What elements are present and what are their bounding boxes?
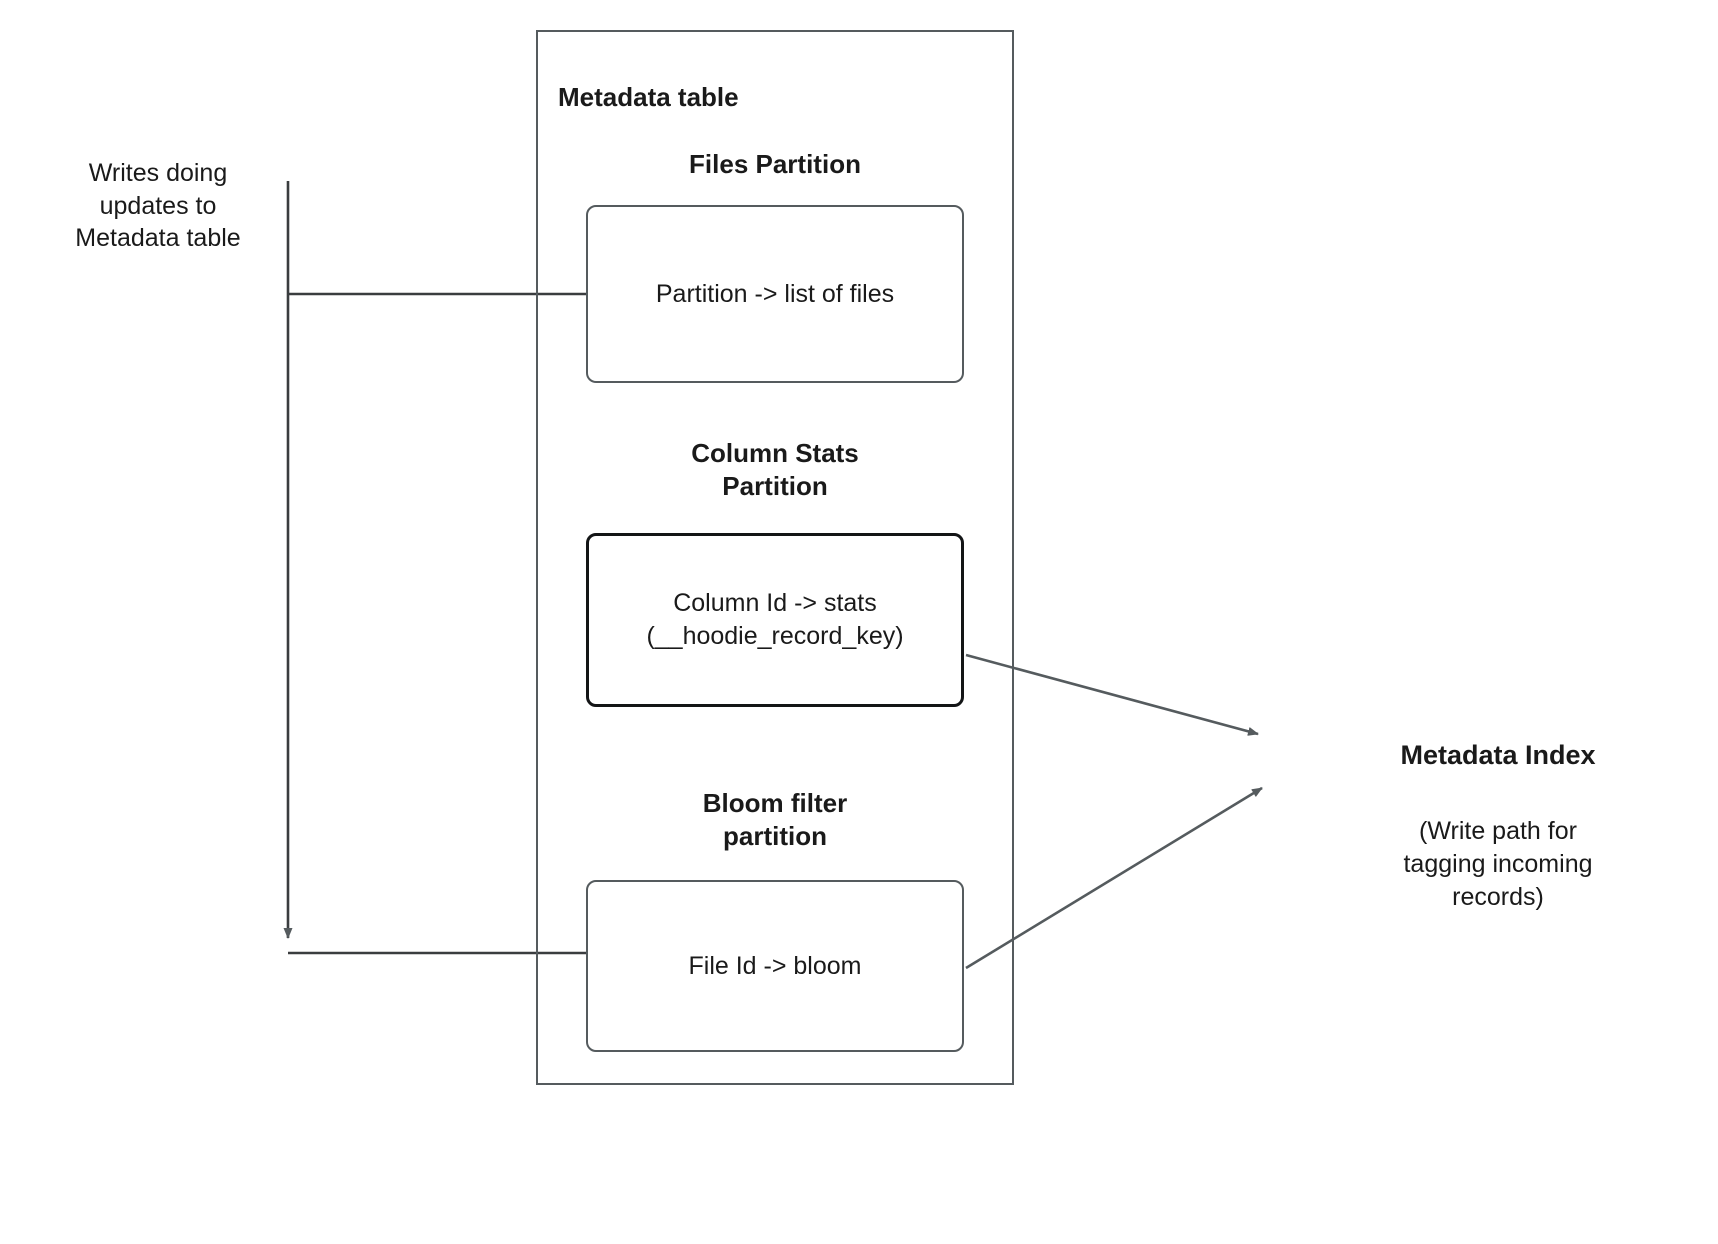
bloom-filter-partition-box-text: File Id -> bloom	[688, 951, 862, 980]
files-partition-box: Partition -> list of files	[586, 205, 964, 383]
metadata-index-note: (Write path for tagging incoming records…	[1403, 817, 1593, 911]
metadata-table-title: Metadata table	[558, 82, 739, 112]
bloom-filter-partition-box: File Id -> bloom	[586, 880, 964, 1052]
column-stats-partition-box-text: Column Id -> stats (__hoodie_record_key)	[646, 589, 904, 650]
bloom-filter-partition-heading: Bloom filter partition	[702, 788, 848, 852]
column-stats-partition-heading: Column Stats Partition	[691, 438, 859, 502]
column-stats-partition-box: Column Id -> stats (__hoodie_record_key)	[586, 533, 964, 707]
writes-doing-updates-label: Writes doing updates to Metadata table	[75, 159, 241, 252]
files-partition-box-text: Partition -> list of files	[655, 279, 895, 308]
metadata-index-title: Metadata Index	[1400, 740, 1596, 770]
metadata-table-box	[536, 30, 1014, 1085]
files-partition-heading: Files Partition	[689, 149, 861, 179]
